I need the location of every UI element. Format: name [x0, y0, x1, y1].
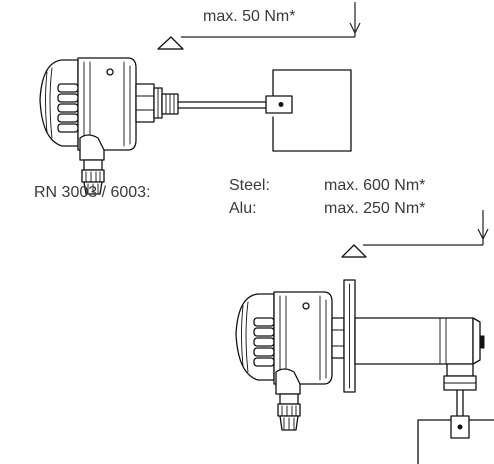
bottom-support-triangle-icon: [341, 244, 367, 258]
bottom-housing: [235, 291, 345, 385]
bottom-flange: [343, 279, 356, 393]
bottom-cable-gland: [275, 368, 301, 431]
top-torque-label: max. 50 Nm*: [203, 8, 296, 25]
alu-label: Alu:: [229, 200, 257, 217]
bottom-paddle: [417, 415, 494, 464]
bottom-force-indicator: [341, 210, 489, 258]
bottom-down-arrow-icon: [477, 228, 489, 241]
top-cable-gland: [79, 134, 105, 195]
top-support-triangle-icon: [157, 36, 184, 50]
steel-label: Steel:: [229, 177, 270, 194]
top-force-indicator: [157, 2, 361, 50]
bottom-extension-pipe: [354, 317, 485, 391]
top-paddle: [265, 69, 352, 152]
steel-torque-value: max. 600 Nm*: [324, 177, 426, 194]
bottom-shaft: [456, 389, 464, 419]
model-label: RN 3003 / 6003:: [34, 184, 151, 201]
top-housing: [39, 57, 179, 151]
alu-torque-value: max. 250 Nm*: [324, 200, 426, 217]
top-down-arrow-icon: [349, 22, 361, 35]
top-shaft: [177, 101, 269, 109]
